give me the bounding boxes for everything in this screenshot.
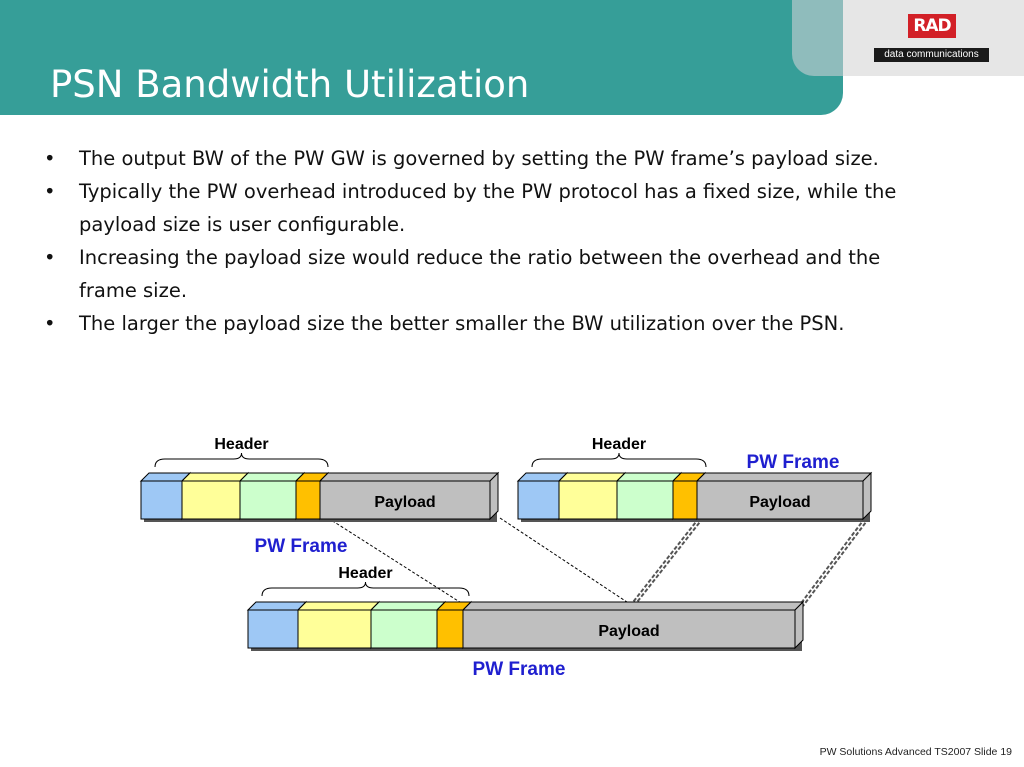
pw-frame-label: PW Frame <box>747 452 840 473</box>
bullet-item: Typically the PW overhead introduced by … <box>44 175 914 241</box>
control-word-segment <box>295 480 321 520</box>
payload-segment-top <box>461 601 805 611</box>
overhead-segment-b-top <box>238 472 306 482</box>
payload-label: Payload <box>374 494 435 511</box>
header-brace <box>261 581 470 597</box>
connector-line <box>327 517 467 607</box>
overhead-segment-b <box>239 480 297 520</box>
protocol-segment <box>517 480 560 520</box>
overhead-segment-a <box>297 609 372 649</box>
payload-segment <box>462 609 796 649</box>
payload-label: Payload <box>598 623 659 640</box>
bullet-item: The larger the payload size the better s… <box>44 307 914 340</box>
pw-frame-label: PW Frame <box>473 659 566 680</box>
bullet-item: Increasing the payload size would reduce… <box>44 241 914 307</box>
overhead-segment-a <box>181 480 241 520</box>
control-word-segment <box>436 609 464 649</box>
connector-line <box>629 517 700 607</box>
overhead-segment-b-top <box>615 472 683 482</box>
header-label: Header <box>338 565 392 582</box>
bullet-list: The output BW of the PW GW is governed b… <box>44 142 914 340</box>
payload-segment-side <box>794 600 804 650</box>
pw-frame-label: PW Frame <box>255 536 348 557</box>
control-word-segment <box>672 480 698 520</box>
rad-logo: RAD <box>908 14 956 38</box>
logo-tagline: data communications <box>874 48 989 62</box>
overhead-segment-b <box>370 609 438 649</box>
logo-panel <box>843 0 1024 76</box>
overhead-segment-a-top <box>296 601 381 611</box>
header-label: Header <box>592 436 646 453</box>
overhead-segment-b <box>616 480 674 520</box>
protocol-segment <box>247 609 299 649</box>
title-banner <box>0 0 843 115</box>
connector-line <box>802 517 870 607</box>
connector-line <box>798 517 866 607</box>
payload-segment-side <box>862 471 872 521</box>
header-label: Header <box>214 436 268 453</box>
payload-segment <box>319 480 491 520</box>
payload-segment-top <box>318 472 500 482</box>
payload-segment <box>696 480 864 520</box>
protocol-segment <box>140 480 183 520</box>
slide-footer: PW Solutions Advanced TS2007 Slide 19 <box>819 746 1012 758</box>
header-brace <box>531 452 707 468</box>
bullet-item: The output BW of the PW GW is governed b… <box>44 142 914 175</box>
connector-line <box>499 517 634 607</box>
connector-line <box>633 517 704 607</box>
overhead-segment-a-top <box>557 472 627 482</box>
header-brace <box>154 452 329 468</box>
overhead-segment-b-top <box>369 601 447 611</box>
overhead-segment-a-top <box>180 472 250 482</box>
page-title: PSN Bandwidth Utilization <box>50 63 530 106</box>
payload-segment-top <box>695 472 873 482</box>
payload-label: Payload <box>749 494 810 511</box>
overhead-segment-a <box>558 480 618 520</box>
payload-segment-side <box>489 471 499 521</box>
protocol-segment-top <box>246 601 308 611</box>
